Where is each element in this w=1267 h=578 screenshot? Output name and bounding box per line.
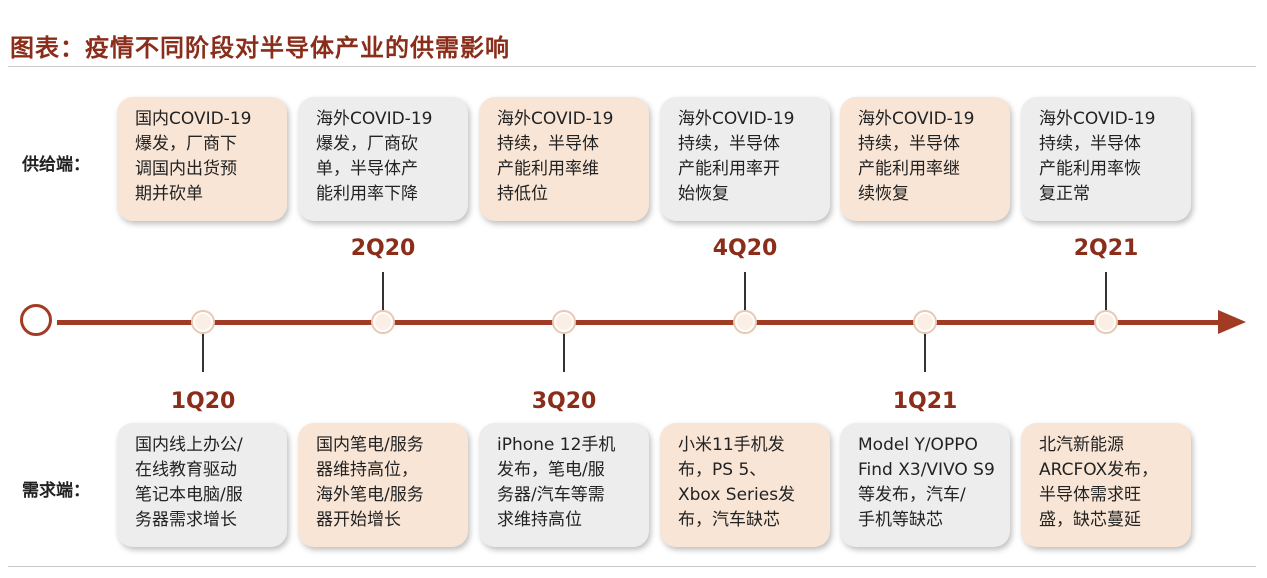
- card-line: 爆发，厂商砍: [316, 134, 418, 154]
- card-line: 北汽新能源: [1039, 435, 1124, 455]
- tick-2q21: [1105, 272, 1107, 314]
- card-line: 器维持高位，: [316, 460, 418, 480]
- title-divider: [8, 66, 1256, 67]
- quarter-label-3q20: 3Q20: [531, 389, 597, 414]
- demand-card-2q21: 北汽新能源 ARCFOX发布， 半导体需求旺 盛，缺芯蔓延: [1021, 423, 1191, 547]
- tick-3q20: [563, 330, 565, 372]
- card-line: 始恢复: [678, 184, 729, 204]
- card-line: 器开始增长: [316, 510, 401, 530]
- card-line: 续恢复: [858, 184, 909, 204]
- supply-card-1q21: 海外COVID-19 持续，半导体 产能利用率继 续恢复: [840, 97, 1010, 221]
- card-line: 产能利用率继: [858, 159, 960, 179]
- card-line: 持续，半导体: [678, 134, 780, 154]
- card-line: 求维持高位: [497, 510, 582, 530]
- card-line: 在线教育驱动: [135, 460, 237, 480]
- tick-4q20: [744, 272, 746, 314]
- card-line: 发布，笔电/服: [497, 460, 605, 480]
- quarter-label-1q20: 1Q20: [170, 389, 236, 414]
- card-line: 单，半导体产: [316, 159, 418, 179]
- arrow-right-icon: [1218, 310, 1246, 334]
- card-line: 爆发，厂商下: [135, 134, 237, 154]
- card-line: 布，PS 5、: [678, 460, 767, 480]
- card-line: 持续，半导体: [858, 134, 960, 154]
- demand-card-2q20: 国内笔电/服务 器维持高位， 海外笔电/服务 器开始增长: [298, 423, 468, 547]
- supply-side-label: 供给端：: [22, 155, 90, 175]
- demand-card-3q20: iPhone 12手机 发布，笔电/服 务器/汽车等需 求维持高位: [479, 423, 649, 547]
- card-line: iPhone 12手机: [497, 435, 616, 455]
- demand-card-1q20: 国内线上办公/ 在线教育驱动 笔记本电脑/服 务器需求增长: [117, 423, 287, 547]
- card-line: 产能利用率恢: [1039, 159, 1141, 179]
- quarter-label-1q21: 1Q21: [892, 389, 958, 414]
- card-line: 国内笔电/服务: [316, 435, 424, 455]
- card-line: 务器需求增长: [135, 510, 237, 530]
- card-line: 海外COVID-19: [678, 109, 795, 129]
- demand-card-4q20: 小米11手机发 布，PS 5、 Xbox Series发 布，汽车缺芯: [660, 423, 830, 547]
- card-line: Xbox Series发: [678, 485, 796, 505]
- card-line: 海外COVID-19: [497, 109, 614, 129]
- card-line: 等发布，汽车/: [858, 485, 966, 505]
- card-line: 复正常: [1039, 184, 1090, 204]
- card-line: 调国内出货预: [135, 159, 237, 179]
- quarter-label-2q20: 2Q20: [350, 236, 416, 261]
- timeline-origin-circle: [20, 304, 52, 336]
- card-line: 期并砍单: [135, 184, 203, 204]
- card-line: 持续，半导体: [1039, 134, 1141, 154]
- card-line: 持低位: [497, 184, 548, 204]
- card-line: Find X3/VIVO S9: [858, 460, 995, 480]
- card-line: 能利用率下降: [316, 184, 418, 204]
- timeline-node-2q20: [373, 312, 393, 332]
- timeline-node-2q21: [1096, 312, 1116, 332]
- tick-1q20: [202, 330, 204, 372]
- card-line: 海外COVID-19: [1039, 109, 1156, 129]
- card-line: 半导体需求旺: [1039, 485, 1141, 505]
- quarter-label-4q20: 4Q20: [712, 236, 778, 261]
- card-line: 海外笔电/服务: [316, 485, 424, 505]
- timeline-node-1q21: [915, 312, 935, 332]
- card-line: 国内线上办公/: [135, 435, 243, 455]
- supply-card-2q20: 海外COVID-19 爆发，厂商砍 单，半导体产 能利用率下降: [298, 97, 468, 221]
- supply-card-3q20: 海外COVID-19 持续，半导体 产能利用率维 持低位: [479, 97, 649, 221]
- card-line: 布，汽车缺芯: [678, 510, 780, 530]
- card-line: Model Y/OPPO: [858, 435, 978, 455]
- timeline-axis: [57, 320, 1222, 325]
- supply-card-4q20: 海外COVID-19 持续，半导体 产能利用率开 始恢复: [660, 97, 830, 221]
- tick-1q21: [924, 330, 926, 372]
- figure-title: 图表：疫情不同阶段对半导体产业的供需影响: [10, 34, 510, 62]
- bottom-divider: [8, 566, 1256, 567]
- card-line: 国内COVID-19: [135, 109, 252, 129]
- card-line: 务器/汽车等需: [497, 485, 605, 505]
- card-line: 盛，缺芯蔓延: [1039, 510, 1141, 530]
- supply-card-1q20: 国内COVID-19 爆发，厂商下 调国内出货预 期并砍单: [117, 97, 287, 221]
- card-line: 海外COVID-19: [316, 109, 433, 129]
- card-line: 产能利用率维: [497, 159, 599, 179]
- timeline-node-4q20: [735, 312, 755, 332]
- card-line: 产能利用率开: [678, 159, 780, 179]
- timeline-node-1q20: [193, 312, 213, 332]
- demand-side-label: 需求端：: [22, 481, 90, 501]
- card-line: ARCFOX发布，: [1039, 460, 1159, 480]
- demand-card-1q21: Model Y/OPPO Find X3/VIVO S9 等发布，汽车/ 手机等…: [840, 423, 1010, 547]
- supply-card-2q21: 海外COVID-19 持续，半导体 产能利用率恢 复正常: [1021, 97, 1191, 221]
- tick-2q20: [382, 272, 384, 314]
- card-line: 海外COVID-19: [858, 109, 975, 129]
- card-line: 笔记本电脑/服: [135, 485, 243, 505]
- quarter-label-2q21: 2Q21: [1073, 236, 1139, 261]
- card-line: 手机等缺芯: [858, 510, 943, 530]
- timeline-node-3q20: [554, 312, 574, 332]
- card-line: 持续，半导体: [497, 134, 599, 154]
- card-line: 小米11手机发: [678, 435, 785, 455]
